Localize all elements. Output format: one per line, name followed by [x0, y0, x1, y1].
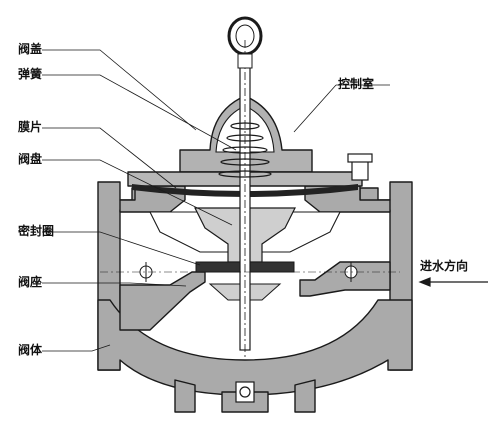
- cover-bolt: [347, 153, 373, 181]
- label-spring: 弹簧: [18, 67, 43, 81]
- spring-coil: [218, 122, 272, 178]
- label-diaphragm: 膜片: [18, 120, 43, 134]
- label-seal-ring: 密封圈: [18, 224, 55, 238]
- label-valve-cover: 阀盖: [18, 42, 43, 56]
- drain-plug: [235, 381, 255, 403]
- diaphragm-shape: [132, 184, 358, 197]
- leader-lines: [42, 49, 390, 352]
- inlet-arrow: [418, 277, 488, 287]
- label-inlet-direction: 进水方向: [420, 259, 469, 273]
- label-control-chamber: 控制室: [338, 77, 375, 91]
- label-valve-seat: 阀座: [18, 275, 43, 289]
- label-valve-disc: 阀盘: [18, 152, 43, 166]
- lifting-ring: [227, 16, 263, 56]
- label-valve-body: 阀体: [18, 343, 43, 357]
